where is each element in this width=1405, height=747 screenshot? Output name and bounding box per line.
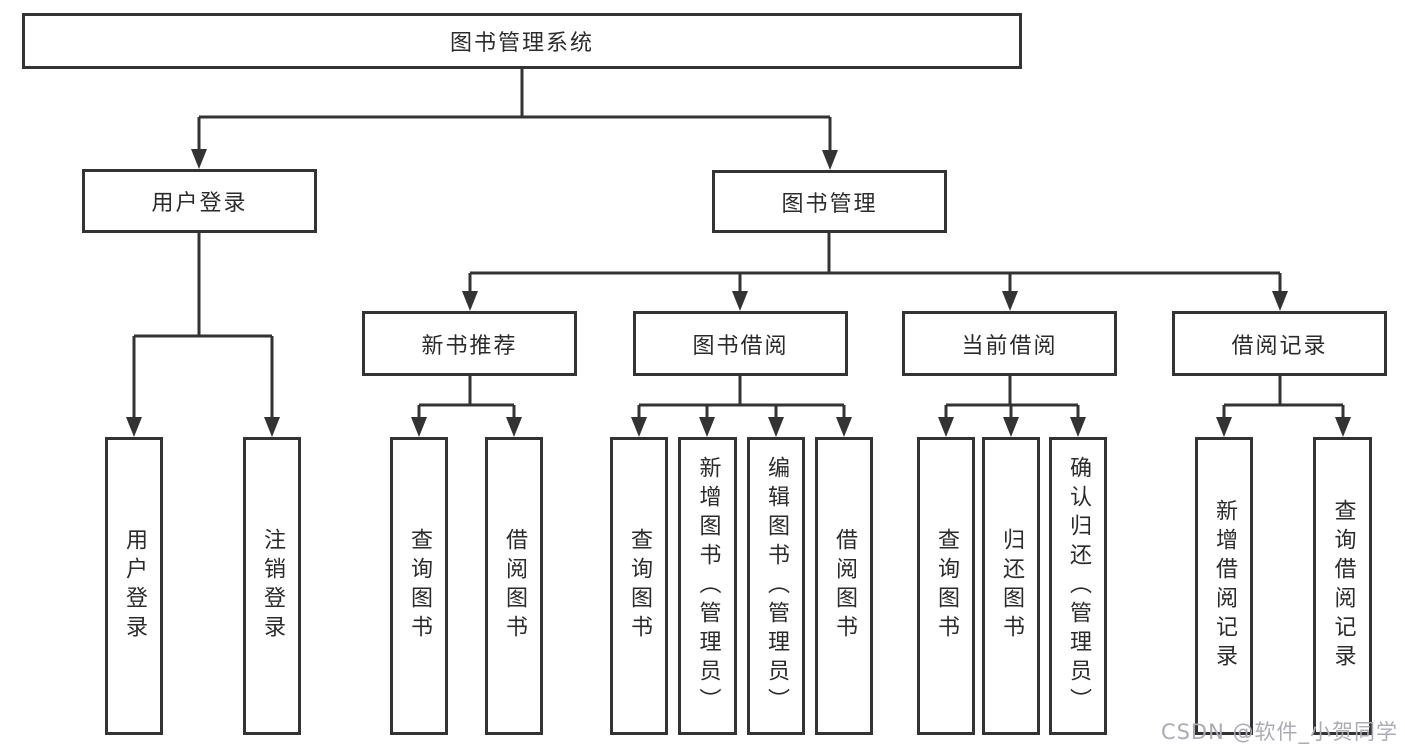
node-user-login-label: 用户登录 [151, 191, 248, 216]
node-book-borrow: 图书借阅 [633, 311, 848, 376]
leaf-label: 借阅图书 [832, 528, 857, 644]
leaf-label: 归还图书 [999, 528, 1024, 644]
node-root-label: 图书管理系统 [449, 31, 594, 56]
leaf-borrow-query-book: 查询图书 [610, 437, 668, 735]
leaf-label: 新增借阅记录 [1212, 499, 1237, 673]
leaf-logout: 注销登录 [243, 437, 301, 735]
leaf-label: 查询图书 [627, 528, 652, 644]
leaf-current-query-book: 查询图书 [917, 437, 975, 735]
connector-new-book-recommend-children [411, 376, 522, 437]
leaf-add-book-admin: 新增图书（管理员） [678, 437, 737, 735]
node-current-borrow: 当前借阅 [902, 311, 1117, 376]
leaf-recommend-borrow-book: 借阅图书 [485, 437, 543, 735]
node-new-book-recommend-label: 新书推荐 [421, 333, 518, 359]
leaf-return-book: 归还图书 [982, 437, 1040, 735]
node-current-borrow-label: 当前借阅 [961, 333, 1058, 359]
leaf-label: 用户登录 [122, 528, 147, 644]
node-borrow-record: 借阅记录 [1172, 311, 1387, 376]
node-book-management-label: 图书管理 [781, 191, 878, 217]
leaf-label: 查询图书 [934, 528, 959, 644]
leaf-label: 新增图书（管理员） [695, 455, 721, 717]
leaf-label: 查询图书 [407, 528, 432, 644]
csdn-watermark: CSDN @软件_小贺同学 [1160, 720, 1398, 744]
leaf-label: 查询借阅记录 [1330, 499, 1356, 673]
connector-borrow-record-children [1216, 376, 1351, 437]
leaf-edit-book-admin: 编辑图书（管理员） [747, 437, 805, 735]
leaf-label: 注销登录 [260, 528, 285, 644]
leaf-user-login-action: 用户登录 [105, 437, 163, 735]
connector-book-borrow-children [631, 376, 852, 437]
node-borrow-record-label: 借阅记录 [1231, 333, 1328, 359]
leaf-confirm-return-admin: 确认归还（管理员） [1049, 437, 1107, 735]
connector-book-management-to-level3 [462, 233, 1288, 311]
node-new-book-recommend: 新书推荐 [362, 311, 577, 376]
node-user-login: 用户登录 [82, 169, 317, 233]
leaf-label: 确认归还（管理员） [1066, 455, 1091, 717]
connector-current-borrow-children [938, 376, 1086, 437]
node-root: 图书管理系统 [22, 13, 1022, 69]
node-book-management: 图书管理 [712, 170, 947, 233]
leaf-query-borrow-record: 查询借阅记录 [1313, 437, 1372, 735]
connector-user-login-children [126, 233, 280, 437]
leaf-label: 借阅图书 [502, 528, 527, 644]
leaf-label: 编辑图书（管理员） [764, 455, 789, 717]
leaf-borrow-book: 借阅图书 [815, 437, 873, 735]
leaf-recommend-query-book: 查询图书 [390, 437, 448, 735]
connector-root-to-level2 [191, 69, 838, 170]
leaf-add-borrow-record: 新增借阅记录 [1195, 437, 1253, 735]
node-book-borrow-label: 图书借阅 [692, 333, 789, 359]
